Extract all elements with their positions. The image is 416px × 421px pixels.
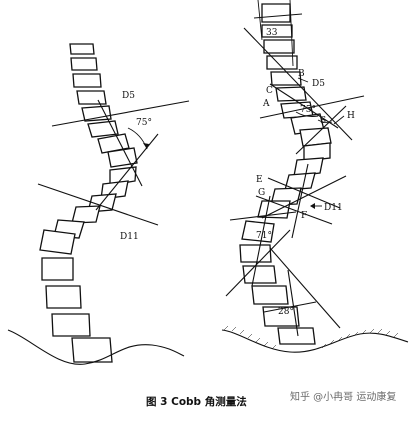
left-vertebra-5	[81, 105, 112, 122]
right-line-d5	[259, 95, 365, 119]
right-line-f	[291, 163, 309, 239]
right-label-g: G	[258, 188, 265, 198]
left-arc-arrowhead	[143, 143, 149, 149]
left-vertebra-4	[76, 90, 107, 105]
right-vertebra-5	[270, 71, 302, 86]
right-vertebra-11	[293, 157, 324, 177]
right-label-c: C	[266, 86, 273, 96]
right-vertebra-10	[303, 142, 331, 162]
right-line-28c	[263, 301, 317, 313]
right-h-pointer	[333, 115, 345, 125]
right-vertebra-1	[261, 3, 291, 23]
left-spine: D5 75° D11	[7, 43, 190, 365]
right-vertebra-18	[251, 285, 289, 305]
left-vertebra-8	[107, 147, 138, 168]
left-vertebra-16	[45, 285, 82, 309]
left-vertebrae	[39, 43, 138, 363]
right-d5-pointer	[297, 77, 309, 83]
left-vertebra-14	[39, 229, 76, 255]
left-vertebra-6	[87, 120, 119, 138]
right-line-a	[243, 27, 353, 141]
right-angle-arc-75	[295, 111, 319, 117]
left-angle-arc	[127, 127, 148, 150]
left-upper-endplate-line	[51, 100, 190, 127]
right-vertebra-6	[275, 86, 307, 102]
left-vertebra-1	[69, 43, 95, 55]
right-top-horizontal	[253, 13, 303, 19]
left-vertebra-12	[71, 205, 101, 224]
right-d11-arrowhead	[310, 203, 315, 209]
right-label-33: 33	[266, 28, 278, 38]
right-label-angle1: 75°	[300, 105, 316, 115]
left-vertebra-18	[71, 337, 113, 363]
watermark: 知乎 @小冉哥 运动康复	[290, 390, 396, 403]
left-vertebra-15	[41, 257, 74, 281]
left-angle-label: 75°	[136, 118, 152, 128]
right-line-e	[267, 177, 341, 209]
right-line-71a	[229, 211, 297, 221]
right-spine: 33 B C D5 A 75° S H E G F D11 71° 28°	[221, 0, 409, 353]
right-label-f: F	[301, 211, 307, 221]
left-vertebra-9	[109, 166, 137, 186]
right-vertebra-3	[263, 39, 295, 54]
right-vertebrae	[239, 3, 332, 345]
left-pelvis-curve	[7, 329, 185, 365]
left-vertebra-3	[72, 73, 102, 88]
left-vertebra-17	[51, 313, 91, 337]
right-top-vertical-2	[257, 0, 263, 41]
right-angle-arc-s	[317, 119, 333, 124]
right-line-h	[295, 105, 347, 155]
left-lower-endplate-line	[37, 183, 159, 226]
right-vertebra-19	[262, 306, 300, 327]
left-vertebra-2	[70, 57, 98, 71]
left-d5-label: D5	[122, 91, 135, 101]
right-top-vertical	[289, 0, 294, 67]
right-line-28d	[287, 269, 299, 337]
right-label-d5: D5	[312, 79, 325, 89]
right-label-h: H	[347, 111, 355, 121]
figure-caption: 图 3 Cobb 角测量法	[146, 395, 247, 408]
left-upper-perpendicular	[97, 99, 143, 187]
right-pelvis-hatching	[223, 325, 399, 350]
right-line-28b	[269, 247, 341, 329]
right-label-angle2: 71°	[256, 231, 272, 241]
right-vertebra-20	[277, 327, 316, 345]
right-label-b: B	[298, 69, 305, 79]
right-line-c	[269, 83, 339, 129]
right-label-e: E	[256, 175, 263, 185]
right-vertebra-14	[257, 200, 291, 219]
right-vertebra-16	[239, 244, 272, 263]
right-label-a: A	[262, 99, 270, 109]
right-vertebra-9	[299, 127, 332, 147]
right-line-71b	[251, 195, 271, 287]
right-line-28a	[225, 229, 291, 297]
left-d11-label: D11	[120, 232, 139, 242]
right-line-d11	[261, 175, 347, 219]
right-label-angle3: 28°	[278, 307, 294, 317]
right-vertebra-17	[242, 265, 277, 284]
right-label-s: S	[320, 116, 326, 126]
right-label-d11: D11	[324, 203, 343, 213]
